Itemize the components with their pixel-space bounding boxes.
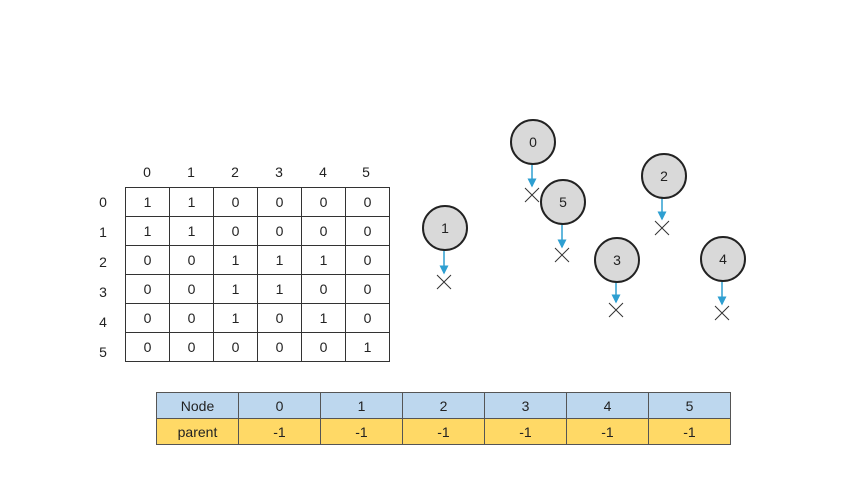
parent-row: parent -1 -1 -1 -1 -1 -1	[156, 418, 731, 445]
matrix-col-header: 5	[362, 164, 370, 180]
node-row: Node 0 1 2 3 4 5	[156, 392, 731, 419]
node-label: 1	[441, 220, 449, 236]
null-marker-icon	[524, 187, 540, 203]
matrix-col-header: 1	[187, 164, 195, 180]
matrix-row-header: 2	[99, 254, 107, 270]
matrix-row-header: 1	[99, 224, 107, 240]
matrix-cell: 0	[169, 332, 214, 362]
node-label: 5	[559, 194, 567, 210]
matrix-col-header: 3	[275, 164, 283, 180]
matrix-cell: 0	[213, 216, 258, 246]
matrix-row: 0 0 1 1 0 0	[125, 274, 390, 304]
parent-value-cell: -1	[402, 418, 485, 445]
matrix-row: 0 0 1 0 1 0	[125, 303, 390, 333]
graph-node-0: 0	[510, 119, 556, 165]
matrix-cell: 0	[125, 332, 170, 362]
null-marker-icon	[436, 274, 452, 290]
graph-node-4: 4	[700, 236, 746, 282]
matrix-cell: 1	[169, 216, 214, 246]
matrix-cell: 1	[301, 303, 346, 333]
parent-value-cell: -1	[238, 418, 321, 445]
matrix-col-header: 0	[143, 164, 151, 180]
parent-row-label: parent	[156, 418, 239, 445]
graph-node-5: 5	[540, 179, 586, 225]
node-row-label: Node	[156, 392, 239, 419]
matrix-cell: 1	[301, 245, 346, 275]
matrix-cell: 0	[301, 216, 346, 246]
matrix-col-header: 2	[231, 164, 239, 180]
matrix-cell: 0	[257, 187, 302, 217]
node-id-cell: 3	[484, 392, 567, 419]
node-id-cell: 1	[320, 392, 403, 419]
matrix-row-header: 4	[99, 314, 107, 330]
graph-node-3: 3	[594, 237, 640, 283]
matrix-cell: 1	[213, 303, 258, 333]
node-label: 4	[719, 251, 727, 267]
matrix-cell: 0	[301, 187, 346, 217]
matrix-cell: 0	[125, 303, 170, 333]
parent-value-cell: -1	[484, 418, 567, 445]
matrix-cell: 0	[345, 303, 390, 333]
node-label: 3	[613, 252, 621, 268]
matrix-cell: 0	[345, 187, 390, 217]
matrix-row-header: 3	[99, 284, 107, 300]
graph-node-2: 2	[641, 153, 687, 199]
matrix-cell: 0	[257, 303, 302, 333]
matrix-row-header: 0	[99, 194, 107, 210]
matrix-cell: 1	[169, 187, 214, 217]
matrix-cell: 1	[345, 332, 390, 362]
node-id-cell: 2	[402, 392, 485, 419]
matrix-col-header: 4	[319, 164, 327, 180]
matrix-row-header: 5	[99, 344, 107, 360]
node-id-cell: 4	[566, 392, 649, 419]
node-label: 2	[660, 168, 668, 184]
parent-value-cell: -1	[566, 418, 649, 445]
graph-node-1: 1	[422, 205, 468, 251]
matrix-cell: 0	[257, 332, 302, 362]
parent-value-cell: -1	[648, 418, 731, 445]
matrix-cell: 0	[301, 274, 346, 304]
node-label: 0	[529, 134, 537, 150]
matrix-row: 0 0 0 0 0 1	[125, 332, 390, 362]
null-marker-icon	[654, 220, 670, 236]
parent-array-table: Node 0 1 2 3 4 5 parent -1 -1 -1 -1 -1 -…	[156, 392, 731, 445]
adjacency-matrix: 1 1 0 0 0 0 1 1 0 0 0 0 0 0 1 1 1 0 0 0 …	[125, 187, 390, 362]
parent-value-cell: -1	[320, 418, 403, 445]
null-marker-icon	[714, 305, 730, 321]
node-id-cell: 0	[238, 392, 321, 419]
null-marker-icon	[608, 302, 624, 318]
matrix-row: 1 1 0 0 0 0	[125, 187, 390, 217]
node-id-cell: 5	[648, 392, 731, 419]
null-marker-icon	[554, 247, 570, 263]
